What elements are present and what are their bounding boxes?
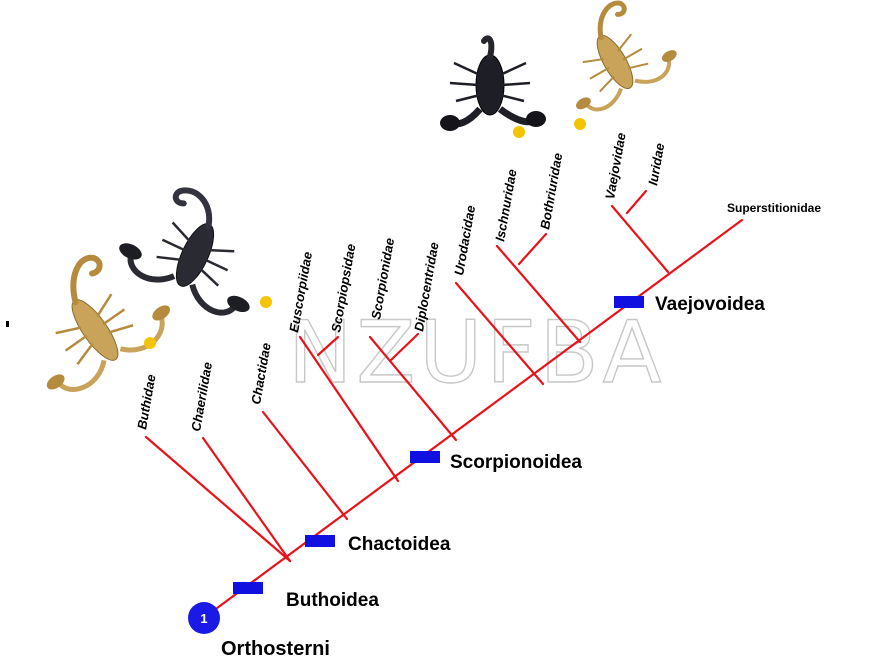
branch-scorpiopsidae bbox=[316, 335, 340, 357]
branch-scorpionidae bbox=[368, 335, 458, 442]
scorpion-bothriuridae-icon bbox=[576, 0, 677, 112]
branch-backbone bbox=[203, 218, 744, 619]
marker-dot-ischnuridae bbox=[513, 126, 525, 138]
marker-dot-chactidae bbox=[260, 296, 272, 308]
marker-dot-buthidae bbox=[144, 337, 156, 349]
clade-label-vaejovoidea: Vaejovoidea bbox=[655, 294, 765, 315]
scorpion-buthidae-icon bbox=[46, 254, 171, 392]
taxon-label-iuridae: Iuridae bbox=[645, 142, 667, 187]
branch-chaerilidae bbox=[201, 436, 292, 563]
taxon-label-bothriuridae: Bothriuridae bbox=[537, 152, 565, 231]
taxon-label-ischnuridae: Ischnuridae bbox=[492, 168, 519, 242]
branch-chactidae bbox=[261, 410, 349, 521]
branch-iuridae bbox=[625, 189, 648, 215]
clade-marker-buthoidea bbox=[233, 582, 263, 594]
taxon-label-urodacidae: Urodacidae bbox=[451, 204, 478, 276]
root-node-badge bbox=[188, 602, 220, 634]
clade-marker-chactoidea bbox=[305, 535, 335, 547]
taxon-label-superstitionidae: Superstitionidae bbox=[727, 201, 821, 215]
branch-euscorpiidae bbox=[298, 335, 400, 483]
marker-dot-bothriuridae bbox=[574, 118, 586, 130]
clade-marker-vaejovoidea bbox=[614, 296, 644, 308]
branch-ischnuridae bbox=[495, 244, 582, 344]
branch-vaejovidae bbox=[610, 204, 670, 274]
branch-diplocentridae bbox=[389, 332, 420, 362]
stray-mark bbox=[6, 321, 9, 327]
clade-label-buthoidea: Buthoidea bbox=[286, 590, 379, 611]
scorpion-chactidae-icon bbox=[119, 187, 250, 316]
taxon-label-buthidae: Buthidae bbox=[134, 373, 158, 430]
taxon-label-vaejovidae: Vaejovidae bbox=[602, 131, 628, 200]
taxon-label-chaerilidae: Chaerilidae bbox=[188, 361, 215, 433]
scorpion-ischnuridae-icon bbox=[440, 35, 546, 131]
clade-marker-scorpionoidea bbox=[410, 451, 440, 463]
taxon-label-chactidae: Chactidae bbox=[248, 342, 274, 406]
branch-bothriuridae bbox=[517, 232, 548, 266]
clade-label-chactoidea: Chactoidea bbox=[348, 534, 451, 555]
clade-label-scorpionoidea: Scorpionoidea bbox=[450, 452, 582, 473]
tree-branches bbox=[144, 189, 744, 619]
root-label: Orthosterni bbox=[221, 638, 330, 660]
branch-buthidae bbox=[144, 435, 292, 563]
watermark: NZUFBA bbox=[288, 303, 666, 403]
branch-urodacidae bbox=[454, 281, 545, 386]
root-node-number: 1 bbox=[200, 611, 207, 626]
